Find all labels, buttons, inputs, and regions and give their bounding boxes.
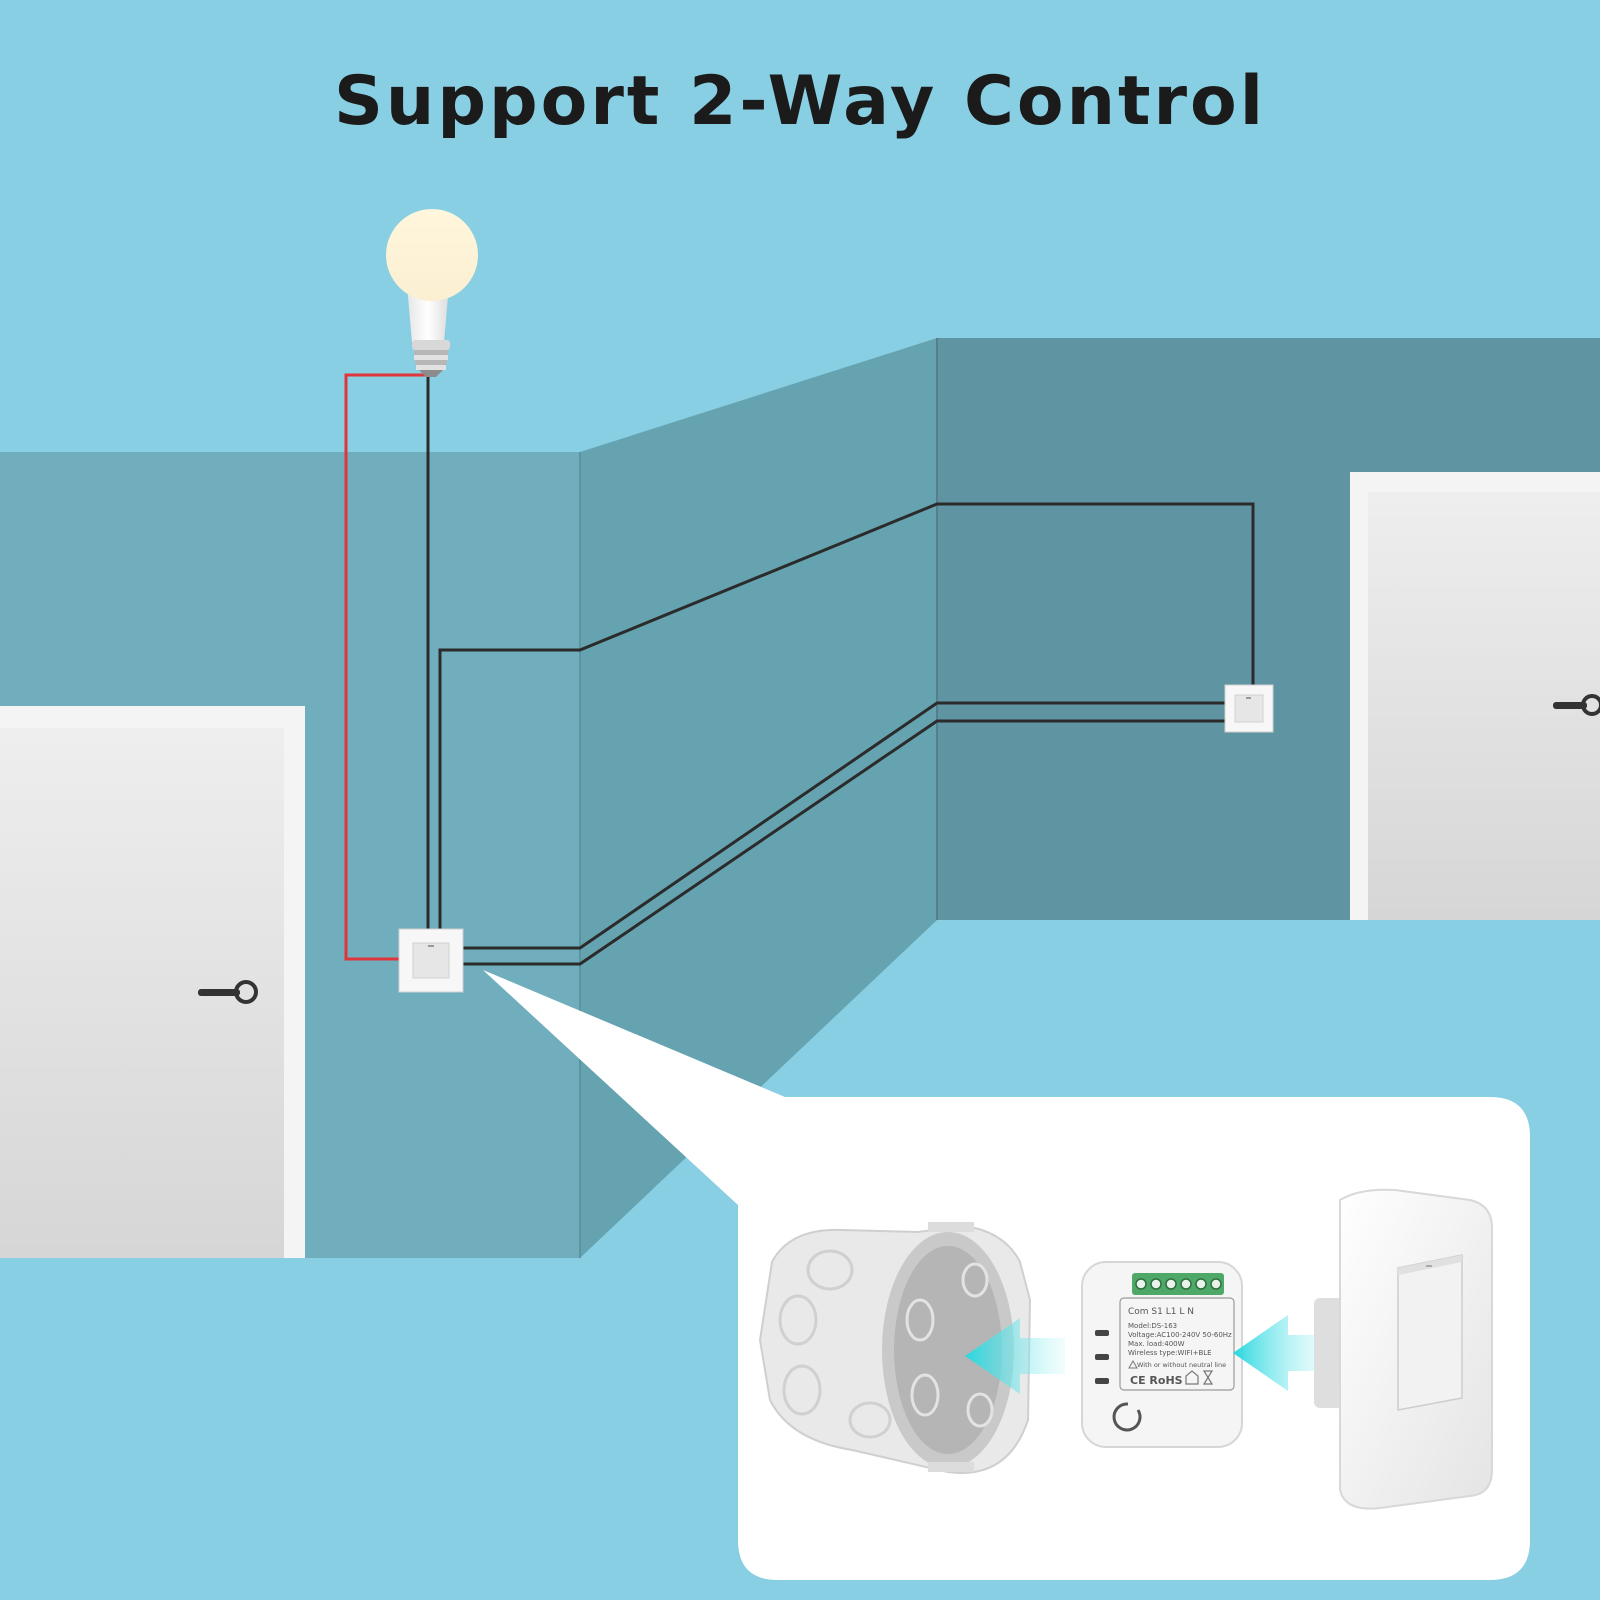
warning-icon — [1128, 1359, 1138, 1369]
door-handle — [1553, 694, 1600, 716]
wireless-label: Wireless type:WIFI+BLE — [1128, 1349, 1212, 1357]
junction-box-icon — [758, 1222, 1032, 1474]
lower-traveler-wire — [462, 719, 1228, 966]
voltage-label: Voltage:AC100-240V 50-60Hz — [1128, 1331, 1232, 1339]
smart-switch-module: Com S1 L1 L N Model:DS-163 Voltage:AC100… — [1081, 1261, 1243, 1448]
door-handle — [198, 980, 258, 1004]
reset-button-icon — [1112, 1402, 1142, 1432]
neutral-label: With or without neutral line — [1137, 1361, 1226, 1369]
upper-traveler-wire — [438, 502, 1255, 930]
live-wire — [344, 373, 428, 961]
terminal-labels: Com S1 L1 L N — [1128, 1307, 1194, 1317]
home-icon — [1185, 1370, 1199, 1385]
middle-traveler-wire — [462, 701, 1228, 950]
page-title: Support 2-Way Control — [333, 62, 1267, 141]
insert-arrow-icon — [965, 1318, 1065, 1394]
wall-switch-panel — [1314, 1188, 1493, 1510]
insert-arrow-icon — [1233, 1315, 1330, 1391]
certification-label: CE RoHS — [1130, 1374, 1183, 1387]
terminal-screws — [1135, 1278, 1222, 1290]
middle-wall — [580, 338, 937, 1258]
right-door — [1350, 472, 1600, 920]
light-bulb-icon — [386, 209, 478, 377]
right-wall-switch — [1224, 684, 1274, 733]
max-load-label: Max. load:400W — [1128, 1340, 1185, 1348]
wiring — [344, 373, 1255, 966]
model-label: Model:DS-163 — [1128, 1322, 1177, 1330]
left-door — [0, 706, 305, 1258]
hourglass-icon — [1202, 1370, 1214, 1385]
left-wall-switch — [398, 928, 464, 993]
